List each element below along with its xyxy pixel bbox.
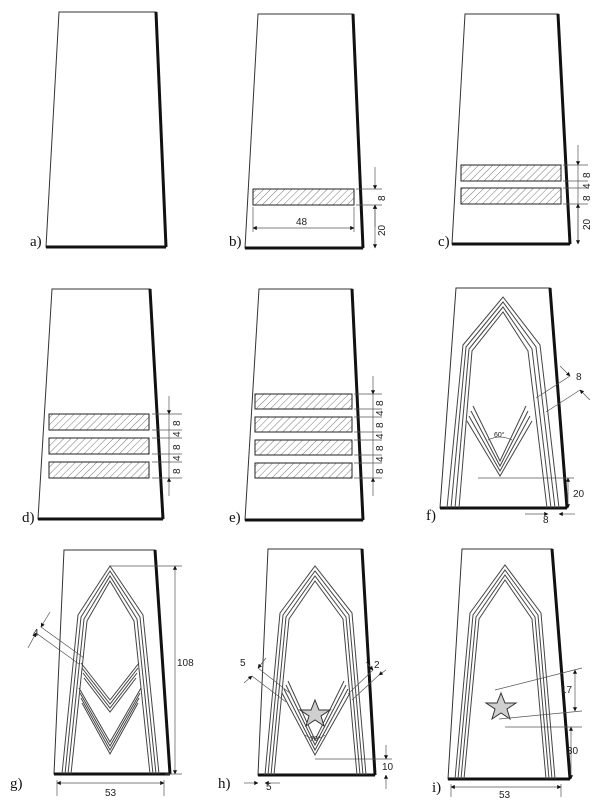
dim-gap1: 4 bbox=[375, 410, 386, 416]
panel-h-label: h) bbox=[218, 776, 231, 792]
dim-stripe2: 8 bbox=[375, 422, 386, 428]
dim-stripe2: 8 bbox=[582, 195, 593, 201]
panel-e-label: e) bbox=[229, 510, 241, 526]
panel-e: 8 4 8 4 8 4 8 e) bbox=[229, 288, 386, 526]
dim-width: 48 bbox=[296, 217, 308, 228]
panel-a-label: a) bbox=[30, 234, 42, 250]
panel-i: 17 30 53 i) bbox=[432, 548, 583, 801]
angle-label: 70° bbox=[310, 735, 321, 743]
stripe bbox=[48, 437, 150, 455]
dim-gap2: 4 bbox=[375, 433, 386, 439]
panel-a: a) bbox=[30, 11, 168, 250]
dim-gap2: 4 bbox=[172, 455, 183, 461]
dim-gap3: 4 bbox=[375, 456, 386, 462]
star-icon bbox=[484, 691, 518, 721]
dim-stripe-height: 8 bbox=[377, 195, 388, 201]
dim-stripe1: 8 bbox=[582, 172, 593, 178]
chevron-loop bbox=[61, 565, 160, 775]
dim-stripe1: 8 bbox=[375, 400, 386, 406]
dim-gap: 4 bbox=[582, 183, 593, 189]
dim-stripe1: 8 bbox=[172, 420, 183, 426]
dim-side-gap: 5 bbox=[266, 782, 272, 793]
panel-d: 8 4 8 4 8 d) bbox=[22, 288, 183, 526]
panel-h: 70° 5 2 10 5 h) bbox=[218, 548, 394, 793]
dim-band-width: 8 bbox=[576, 372, 582, 383]
panel-f-label: f) bbox=[426, 508, 436, 524]
panel-c-label: c) bbox=[438, 234, 450, 250]
stripe bbox=[48, 413, 150, 431]
panel-i-label: i) bbox=[432, 780, 441, 796]
chevron-loop bbox=[264, 565, 367, 776]
panel-f: 60° 8 20 8 f) bbox=[426, 287, 591, 526]
angle-label: 60° bbox=[494, 431, 505, 439]
dim-bottom-gap: 20 bbox=[377, 224, 388, 236]
stripe bbox=[254, 462, 353, 479]
panel-b-label: b) bbox=[229, 234, 242, 250]
stripe bbox=[254, 393, 353, 410]
panel-g: 4 108 53 g) bbox=[10, 549, 194, 799]
dim-stripe3: 8 bbox=[375, 445, 386, 451]
chevron-loop bbox=[446, 296, 560, 509]
dim-height: 108 bbox=[177, 658, 194, 669]
panel-c: 8 4 8 20 c) bbox=[438, 13, 593, 250]
dim-stripe2: 8 bbox=[172, 444, 183, 450]
panel-g-label: g) bbox=[10, 776, 23, 792]
panel-b: 48 8 20 b) bbox=[229, 13, 388, 250]
dim-band-right: 2 bbox=[374, 660, 380, 671]
stripe bbox=[254, 439, 353, 456]
dim-width: 53 bbox=[499, 790, 511, 801]
stripe bbox=[460, 164, 562, 182]
dim-star-height: 17 bbox=[561, 685, 573, 696]
dim-bottom-gap: 10 bbox=[382, 762, 394, 773]
dim-band-left: 5 bbox=[240, 658, 246, 669]
dim-bottom-gap: 20 bbox=[573, 489, 585, 500]
dim-gap1: 4 bbox=[172, 431, 183, 437]
dim-side-gap: 8 bbox=[543, 515, 549, 526]
dim-band: 4 bbox=[33, 628, 39, 639]
stripe bbox=[48, 461, 150, 479]
dim-stripe3: 8 bbox=[172, 468, 183, 474]
dim-width: 53 bbox=[105, 788, 117, 799]
stripe bbox=[460, 187, 562, 205]
stripe bbox=[252, 188, 355, 206]
stripe bbox=[254, 416, 353, 433]
dim-stripe4: 8 bbox=[375, 468, 386, 474]
dim-bottom-gap: 20 bbox=[582, 218, 593, 230]
chevron-loop bbox=[454, 564, 556, 780]
panel-d-label: d) bbox=[22, 510, 35, 526]
star-icon bbox=[298, 698, 332, 728]
dim-star-offset: 30 bbox=[567, 746, 579, 757]
